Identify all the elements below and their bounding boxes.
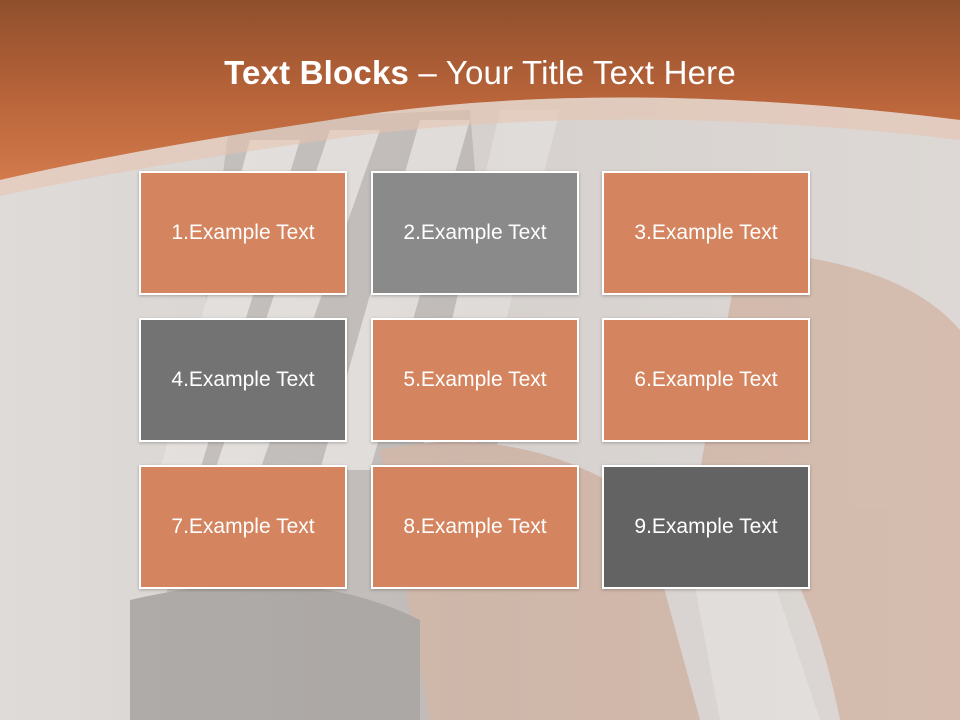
text-block-4: 4.Example Text [139, 318, 347, 442]
text-block-5: 5.Example Text [371, 318, 579, 442]
text-block-3: 3.Example Text [602, 171, 810, 295]
text-block-label: 1.Example Text [171, 221, 315, 244]
text-block-9: 9.Example Text [602, 465, 810, 589]
text-block-2: 2.Example Text [371, 171, 579, 295]
title-bold: Text Blocks [224, 54, 410, 91]
header-highlight-curve [0, 97, 960, 196]
title-separator: – [409, 54, 446, 91]
text-block-8: 8.Example Text [371, 465, 579, 589]
header-band [0, 0, 960, 180]
text-block-label: 8.Example Text [403, 515, 547, 538]
text-block-1: 1.Example Text [139, 171, 347, 295]
text-block-label: 3.Example Text [634, 221, 778, 244]
text-block-label: 6.Example Text [634, 368, 778, 391]
text-block-label: 2.Example Text [403, 221, 547, 244]
title-rest: Your Title Text Here [445, 54, 736, 91]
slide-title: Text Blocks – Your Title Text Here [0, 54, 960, 92]
text-block-label: 9.Example Text [634, 515, 778, 538]
text-block-label: 5.Example Text [403, 368, 547, 391]
text-block-label: 4.Example Text [171, 368, 315, 391]
text-block-label: 7.Example Text [171, 515, 315, 538]
text-block-7: 7.Example Text [139, 465, 347, 589]
text-block-6: 6.Example Text [602, 318, 810, 442]
